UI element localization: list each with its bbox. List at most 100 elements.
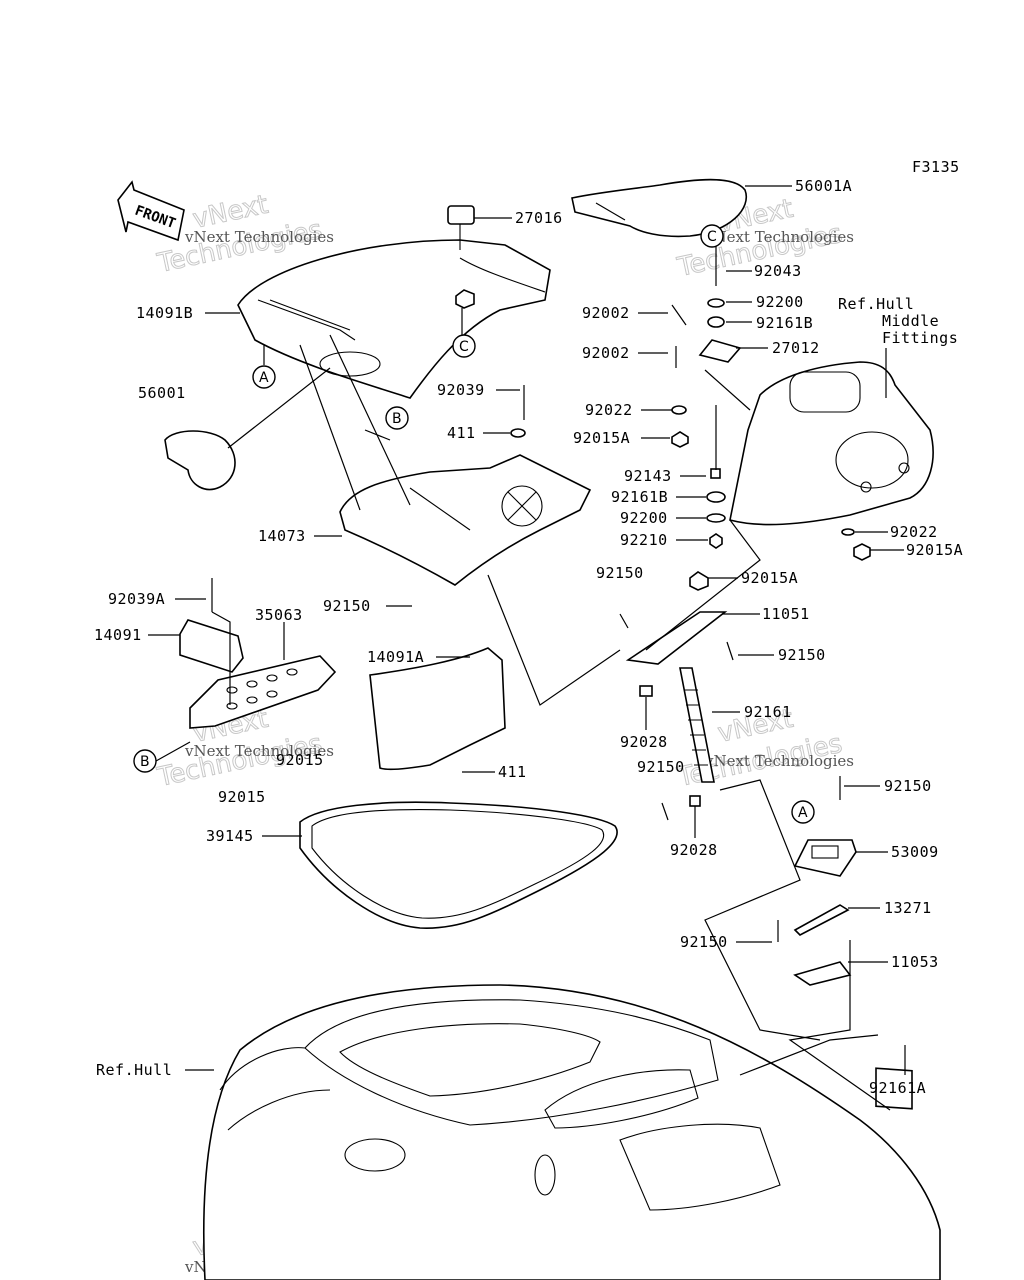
part-number: 11053 [891,953,939,971]
washer-92161B-b [706,491,726,503]
bolt-92039 [510,385,526,438]
bolt-92002 [671,304,687,326]
part-number: 27016 [515,209,563,227]
ref-label: Ref.Hull [96,1061,172,1079]
nut-92210 [709,533,723,549]
bracket-27012 [698,339,742,363]
collar-92028-b [689,795,701,807]
part-number: 92161B [756,314,813,332]
part-number: 35063 [255,606,303,624]
part-number: 92161A [869,1079,926,1097]
part-number: 92015A [573,429,630,447]
hull-middle-fitting [729,361,934,526]
washer-92200-b [706,513,726,523]
part-number: 92039A [108,590,165,608]
part-number: 92022 [890,523,938,541]
mirror-56001A [571,178,748,238]
watermark-text: vNext Technologies [704,752,854,770]
washer-92200 [707,298,725,308]
part-number: 92043 [754,262,802,280]
callout-a: A [252,365,276,389]
collar-92028 [639,685,653,697]
part-number: 14073 [258,527,306,545]
part-number: 92022 [585,401,633,419]
plate-13271 [793,904,850,936]
callout-label: B [140,754,150,770]
nut-92015A [671,431,689,448]
hull [203,984,941,1280]
figure-code: F3135 [912,158,960,176]
latch-53009 [793,839,857,877]
part-number: 92161 [744,703,792,721]
seat-pan-14073 [339,454,592,586]
part-number: 14091 [94,626,142,644]
callout-a-2: A [791,800,815,824]
watermark-text: vNext Technologies [184,742,334,760]
part-number: 56001 [138,384,186,402]
part-number: 92039 [437,381,485,399]
part-number: 92015A [906,541,963,559]
leader-lines [148,185,906,1111]
callout-label: C [459,339,469,355]
ref-label: Middle [882,312,939,330]
callout-b-2: B [133,749,157,773]
part-number: 92002 [582,344,630,362]
washer-92022-b [841,528,855,536]
callout-b: B [385,406,409,430]
callout-c-2: C [700,224,724,248]
part-number: 92150 [884,777,932,795]
watermark-text: vNext Technologies [704,228,854,246]
part-number: 11051 [762,605,810,623]
part-number: 13271 [884,899,932,917]
bracket-11051 [625,611,728,665]
part-number: 92150 [596,564,644,582]
part-number: 92028 [670,841,718,859]
part-number: 92210 [620,531,668,549]
part-number: 92150 [637,758,685,776]
nut-92015A-c [689,571,709,591]
seat-cover-14091B [237,239,551,399]
part-number: 92028 [620,733,668,751]
part-number: 92200 [620,509,668,527]
washer-92161B [707,316,725,328]
callout-label: A [798,805,808,821]
bolt-92150-b [619,613,629,629]
part-number: 92150 [680,933,728,951]
cover-14091 [179,619,244,673]
stud-27016 [447,205,475,309]
washer-92022 [671,405,687,415]
part-number: 27012 [772,339,820,357]
mirror-56001 [164,430,236,491]
damper-92161 [679,667,715,783]
part-number: 92015 [276,751,324,769]
pad-92161A [875,1067,913,1110]
ref-label: Ref.Hull [838,295,914,313]
part-number: 92200 [756,293,804,311]
part-number: 411 [498,763,527,781]
part-number: 92143 [624,467,672,485]
part-number: 14091B [136,304,193,322]
collar-92143 [710,468,721,479]
part-number: 92002 [582,304,630,322]
part-number: 92161B [611,488,668,506]
plate-35063 [189,655,337,729]
bolt-92150-d [661,802,669,821]
front-arrow-icon: FRONT [117,180,185,242]
callout-label: B [392,411,402,427]
seal-39145 [299,801,618,929]
ref-label: Fittings [882,329,958,347]
watermark-text: vNext Technologies [184,228,334,246]
cover-14091A [369,647,506,771]
callout-c: C [452,334,476,358]
part-number: 92015 [218,788,266,806]
part-number: 92150 [778,646,826,664]
part-number: 56001A [795,177,852,195]
part-number: 411 [447,424,476,442]
callout-label: C [707,229,717,245]
bracket-11053 [793,961,852,986]
callout-leader [155,741,191,762]
part-number: 53009 [891,843,939,861]
nut-92015A-b [853,543,871,561]
part-labels: 56001A 27016 14091B 56001 92039 411 1407… [94,177,963,1097]
